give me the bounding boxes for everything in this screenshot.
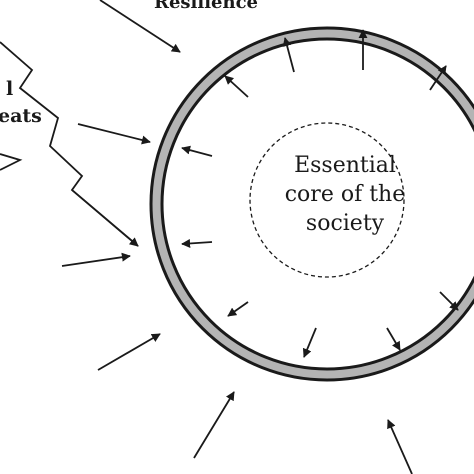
outer-arrow: [387, 419, 413, 474]
outer-arrow: [193, 391, 235, 459]
inner-arrow: [181, 238, 213, 248]
core-label-line-3: society: [306, 211, 385, 236]
inner-arrow: [386, 327, 401, 351]
inner-arrow: [302, 327, 317, 358]
outer-arrow: [77, 123, 151, 145]
core-label-line-2: core of the: [285, 182, 406, 207]
inner-arrow: [181, 145, 213, 157]
inner-arrow: [227, 301, 249, 317]
inner-arrow: [439, 291, 459, 311]
threats-label-fragment-1: l: [6, 78, 13, 100]
core-label-line-1: Essential: [294, 153, 396, 178]
outer-arrow: [61, 252, 131, 267]
inner-arrow: [224, 75, 249, 98]
outer-arrows: [61, 0, 413, 474]
inner-arrow: [282, 37, 295, 73]
core-circle: [249, 122, 405, 278]
lightning-arrow: [71, 189, 139, 247]
resilience-ring: [149, 26, 474, 382]
inner-arrow: [429, 65, 447, 91]
threats-label-fragment-2: eats: [0, 105, 42, 127]
inner-arrows: [181, 29, 459, 358]
resilience-label: Resilience: [154, 0, 258, 13]
lightning-bolt-secondary: [0, 153, 23, 171]
outer-arrow: [99, 0, 181, 53]
lightning-bolt: [0, 41, 139, 247]
outer-arrow: [97, 333, 161, 371]
